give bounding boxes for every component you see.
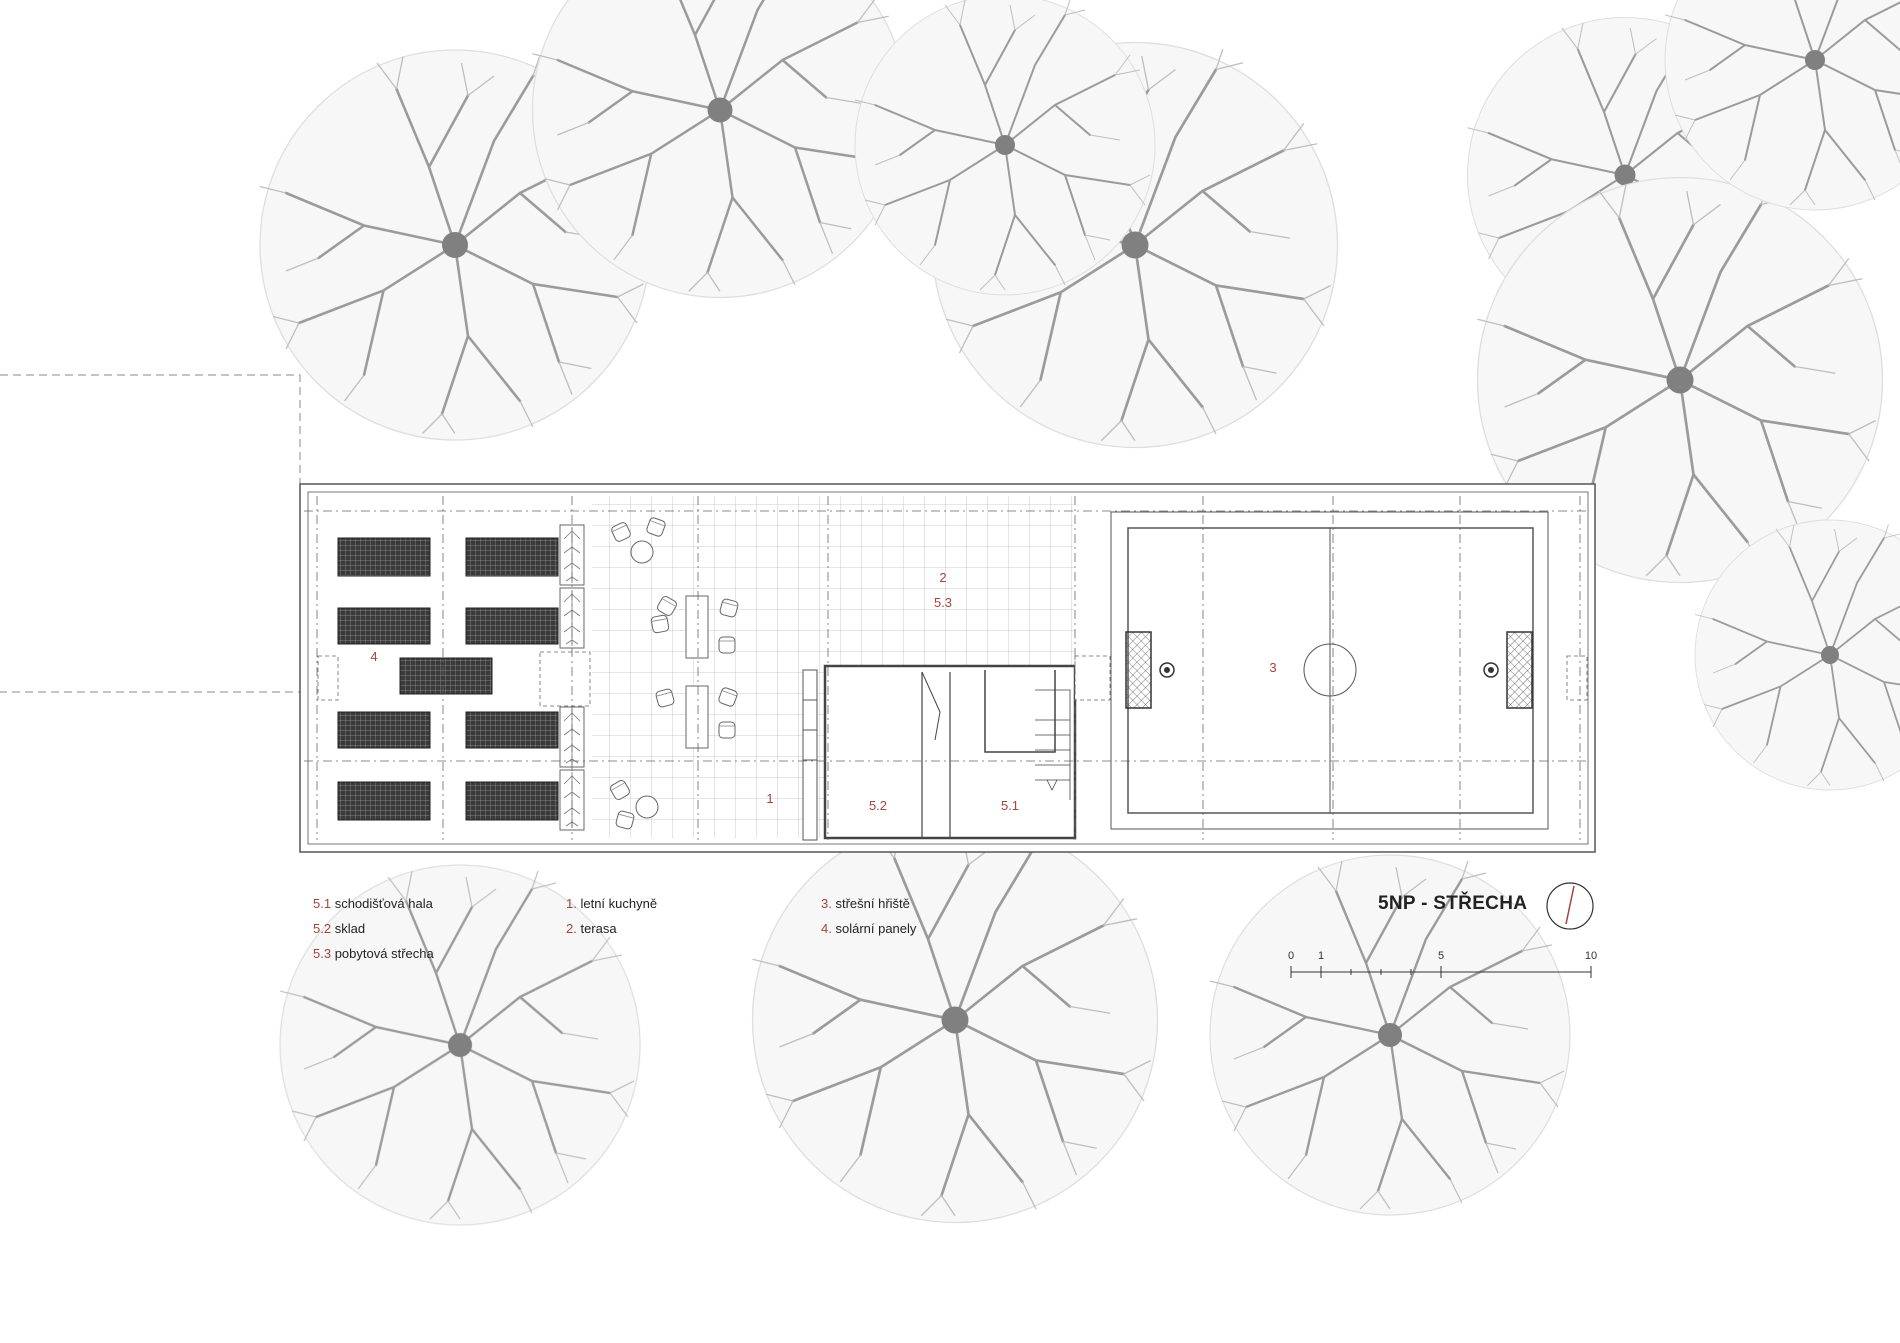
room-label-1: 1	[766, 791, 773, 806]
room-label-4: 4	[370, 649, 377, 664]
legend-item-52: 5.2 sklad	[313, 921, 366, 936]
north-arrow-icon	[1546, 882, 1594, 930]
room-label-52: 5.2	[869, 798, 887, 813]
solar-panels	[337, 537, 559, 821]
legend-item-51: 5.1 schodišťová hala	[313, 896, 433, 911]
scale-bar	[1290, 966, 1592, 978]
drawing-title: 5NP - STŘECHA	[1378, 893, 1528, 914]
legend-item-1: 1. letní kuchyně	[566, 896, 658, 911]
room-label-53: 5.3	[934, 595, 952, 610]
scale-label-5: 5	[1437, 950, 1445, 962]
scale-label-10: 10	[1584, 950, 1598, 962]
legend-item-2: 2. terasa	[566, 921, 617, 936]
terrace-grid-53	[828, 496, 1074, 666]
core-rooms	[823, 664, 1077, 840]
legend-item-4: 4. solární panely	[821, 921, 917, 936]
scale-label-1: 1	[1317, 950, 1325, 962]
goal-icon	[1125, 631, 1533, 709]
room-label-2: 2	[939, 570, 946, 585]
room-label-3: 3	[1269, 660, 1276, 675]
room-label-51: 5.1	[1001, 798, 1019, 813]
legend-item-53: 5.3 pobytová střecha	[313, 946, 434, 961]
terrace-furniture	[630, 540, 709, 819]
structural-grid	[304, 496, 1590, 840]
kitchen-counter	[802, 669, 818, 841]
scale-label-0: 0	[1287, 950, 1295, 962]
site-boundary-line	[0, 374, 301, 693]
soccer-ball-icon	[1159, 662, 1499, 678]
side-bays	[317, 651, 1588, 707]
legend-item-3: 3. střešní hřiště	[821, 896, 910, 911]
